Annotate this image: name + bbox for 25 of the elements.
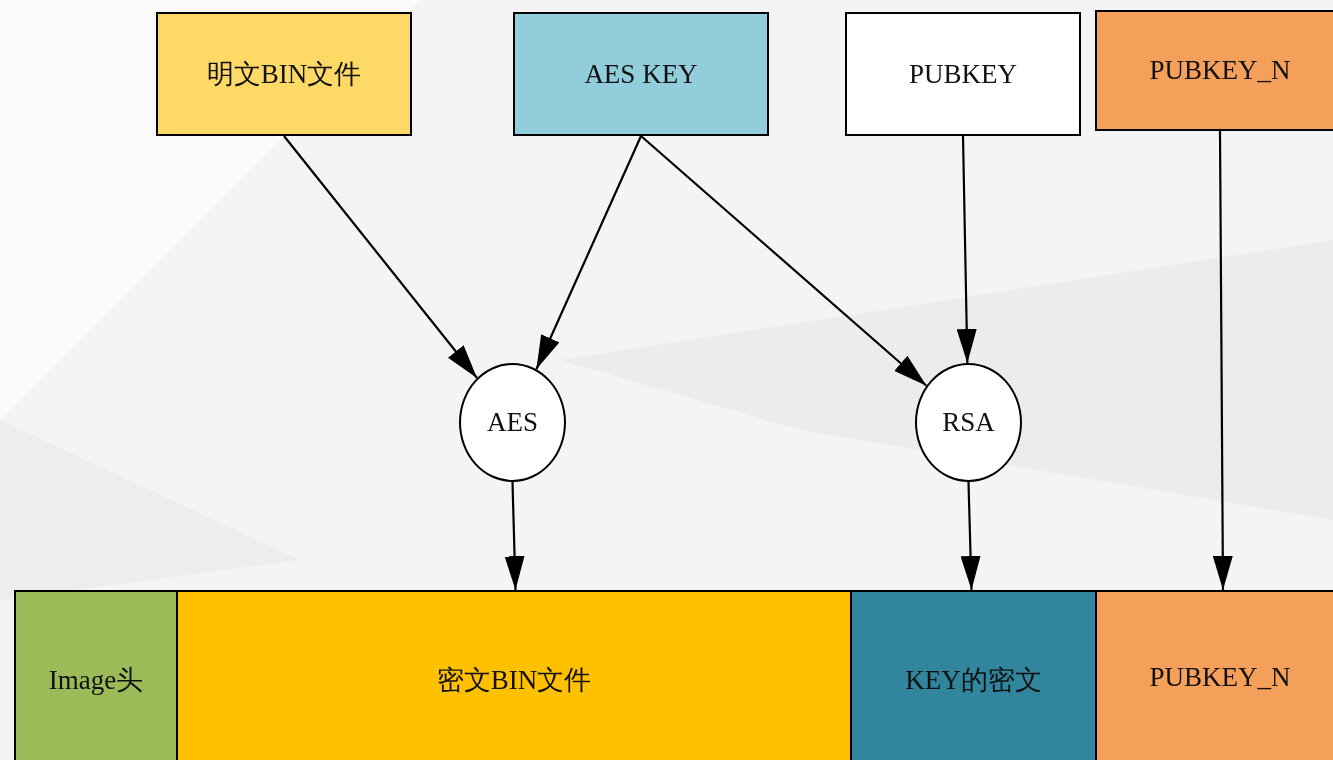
- node-label: RSA: [942, 407, 995, 438]
- node-label: PUBKEY_N: [1149, 55, 1291, 86]
- arrow: [960, 481, 981, 591]
- arrow: [1212, 131, 1233, 590]
- node-label: 密文BIN文件: [436, 664, 592, 697]
- segment-box: [14, 590, 178, 760]
- node-label: KEY的密文: [905, 664, 1042, 697]
- node-label: AES: [487, 407, 538, 438]
- segment-box: [176, 590, 852, 760]
- input-box: [1095, 10, 1333, 131]
- arrow: [504, 481, 525, 591]
- node-label: 明文BIN文件: [206, 58, 362, 91]
- input-box: [845, 12, 1081, 136]
- arrow: [956, 135, 977, 364]
- node-label: AES KEY: [584, 58, 698, 90]
- segment-box: [1095, 590, 1333, 760]
- input-box: [156, 12, 412, 136]
- arrow: [535, 135, 642, 370]
- segment-box: [850, 590, 1097, 760]
- arrow: [283, 135, 478, 379]
- input-box: [513, 12, 769, 136]
- node-label: PUBKEY_N: [1149, 662, 1291, 693]
- arrow: [640, 135, 928, 387]
- node-label: Image头: [48, 664, 144, 697]
- node-label: PUBKEY: [909, 58, 1017, 90]
